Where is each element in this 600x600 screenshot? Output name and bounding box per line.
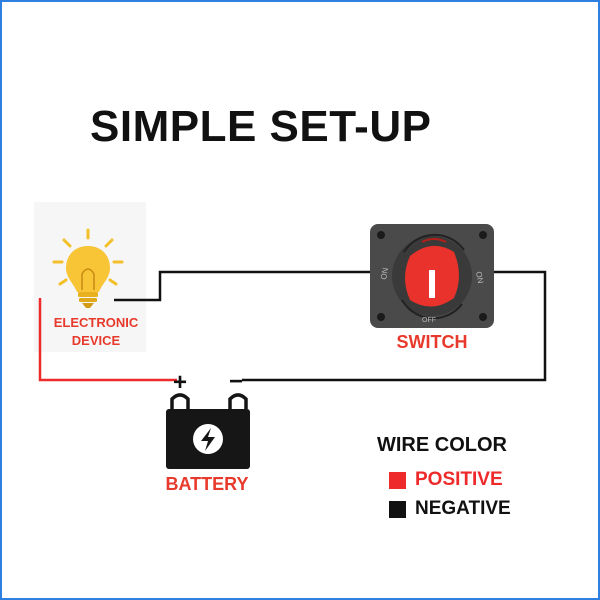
battery-icon [166,393,250,469]
negative-wire-top [114,270,372,302]
battery-positive-symbol: + [173,369,187,396]
device-label: ELECTRONIC DEVICE [38,314,154,350]
legend-label-negative: NEGATIVE [415,498,511,519]
switch-on-mark-right: ON [474,271,485,285]
battery-label: BATTERY [165,474,249,494]
switch-label: SWITCH [396,332,468,352]
negative-swatch [389,500,406,518]
switch-off-mark: OFF [422,317,436,324]
positive-swatch [389,471,406,489]
positive-wire [38,298,177,382]
legend-title: WIRE COLOR [377,434,507,456]
device-label-line1: ELECTRONIC [53,315,139,330]
legend-item-negative: NEGATIVE [389,498,511,520]
legend-item-positive: POSITIVE [389,469,503,491]
switch-knob [405,238,459,307]
legend-label-positive: POSITIVE [415,469,503,490]
lightbulb-icon [52,228,124,308]
page-title: SIMPLE SET-UP [90,102,432,151]
battery-negative-symbol: − [229,368,243,395]
negative-wire-return [242,270,547,382]
device-label-line2: DEVICE [71,333,121,348]
switch-on-mark-left: ON [379,267,390,281]
